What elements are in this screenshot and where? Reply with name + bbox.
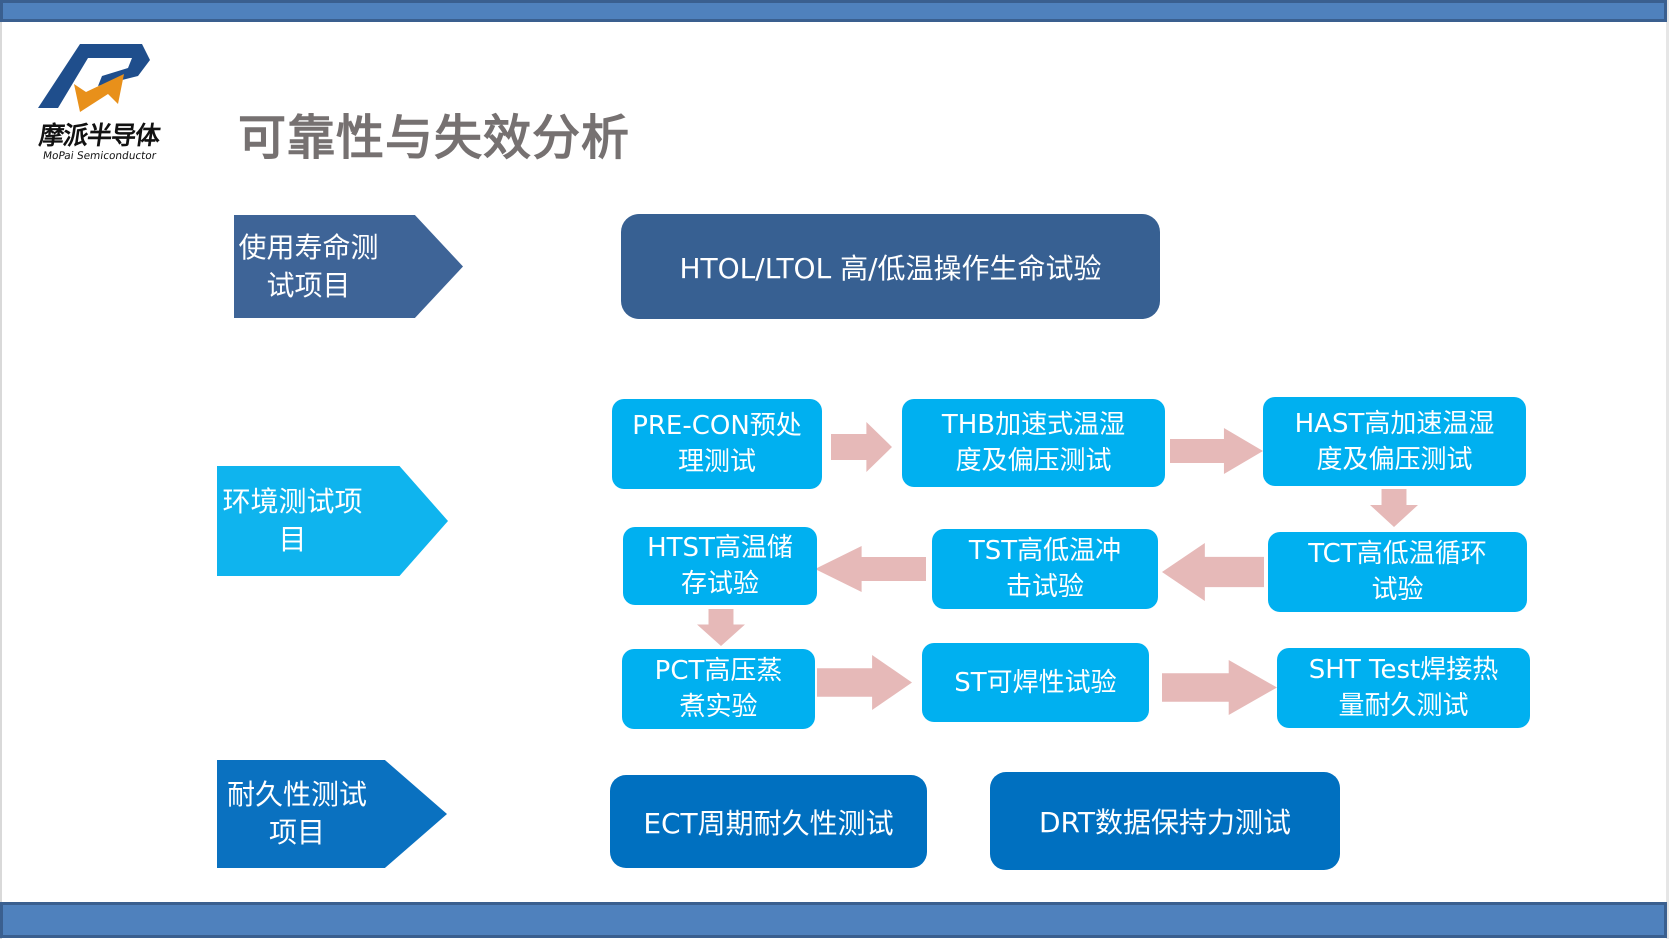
- section-label-line: 试项目: [266, 268, 351, 302]
- test-item-sht: SHT Test焊接热量耐久测试: [1277, 648, 1530, 728]
- page-title: 可靠性与失效分析: [238, 110, 631, 166]
- flow-arrow-down-icon: [1370, 489, 1418, 527]
- test-item-htst: HTST高温储存试验: [623, 527, 817, 605]
- company-logo: 摩派半导体 MoPai Semiconductor: [28, 38, 168, 168]
- test-item-label: DRT数据保持力测试: [1038, 806, 1292, 839]
- test-item-thb: THB加速式温湿度及偏压测试: [902, 399, 1165, 487]
- test-item-ect: ECT周期耐久性测试: [610, 775, 927, 868]
- test-item-line: 击试验: [1005, 572, 1084, 602]
- flow-arrow-right-icon: [1170, 428, 1263, 474]
- test-item-line: 度及偏压测试: [1316, 444, 1473, 475]
- test-item-hast: HAST高加速温湿度及偏压测试: [1263, 397, 1526, 486]
- flow-arrow-left-icon: [1162, 543, 1264, 601]
- test-item-drt: DRT数据保持力测试: [990, 772, 1340, 870]
- test-item-tct: TCT高低温循环试验: [1268, 532, 1527, 612]
- flow-arrow-right-icon: [831, 422, 892, 472]
- test-item-line: 量耐久测试: [1338, 691, 1469, 721]
- section-label-line: 项目: [268, 816, 325, 849]
- top-banner-bar: [0, 0, 1667, 22]
- test-item-line: 度及偏压测试: [955, 446, 1112, 476]
- flow-arrow-right-icon: [1162, 660, 1277, 715]
- test-item-line: 理测试: [677, 447, 756, 477]
- section-label-line: 使用寿命测: [238, 230, 379, 264]
- test-item-label: HTOL/LTOL 高/低温操作生命试验: [679, 251, 1102, 285]
- section-label-endurance-tests: 耐久性测试 项目: [217, 760, 447, 868]
- section-label-lifetime-tests: 使用寿命测 试项目: [234, 215, 463, 318]
- section-label-line: 目: [278, 523, 307, 556]
- test-item-pre-con: PRE-CON预处理测试: [612, 399, 822, 489]
- test-item-line: PCT高压蒸: [654, 656, 783, 686]
- logo-name-cn: 摩派半导体: [37, 121, 162, 150]
- section-label-line: 环境测试项: [222, 485, 363, 518]
- slide-left-edge: [0, 0, 2, 939]
- section-label-line: 耐久性测试: [226, 778, 367, 811]
- test-item-label: ECT周期耐久性测试: [643, 806, 894, 840]
- test-item-line: HAST高加速温湿: [1294, 408, 1495, 439]
- test-item-line: SHT Test焊接热: [1308, 655, 1499, 685]
- test-item-line: PRE-CON预处: [632, 411, 802, 441]
- test-item-pct: PCT高压蒸煮实验: [622, 649, 815, 729]
- test-item-line: 煮实验: [679, 692, 758, 722]
- test-item-htol-ltol: HTOL/LTOL 高/低温操作生命试验: [621, 214, 1160, 319]
- test-item-line: ST可焊性试验: [954, 667, 1117, 698]
- flow-arrow-left-icon: [815, 546, 926, 592]
- flow-arrow-down-icon: [697, 609, 745, 646]
- test-item-line: 试验: [1371, 575, 1424, 605]
- flow-arrow-right-icon: [817, 655, 912, 710]
- test-item-line: 存试验: [680, 569, 759, 599]
- test-item-line: TCT高低温循环: [1308, 539, 1487, 569]
- mopai-logo-icon: [38, 44, 150, 112]
- test-item-st: ST可焊性试验: [922, 643, 1149, 722]
- section-label-environmental-tests: 环境测试项 目: [217, 466, 448, 576]
- test-item-line: TST高低温冲: [968, 536, 1122, 566]
- test-item-tst: TST高低温冲击试验: [932, 529, 1158, 609]
- test-item-line: HTST高温储: [647, 533, 793, 563]
- slide-right-edge: [1666, 0, 1669, 939]
- logo-name-en: MoPai Semiconductor: [42, 150, 157, 162]
- test-item-line: THB加速式温湿: [941, 410, 1126, 440]
- bottom-banner-bar: [0, 902, 1667, 938]
